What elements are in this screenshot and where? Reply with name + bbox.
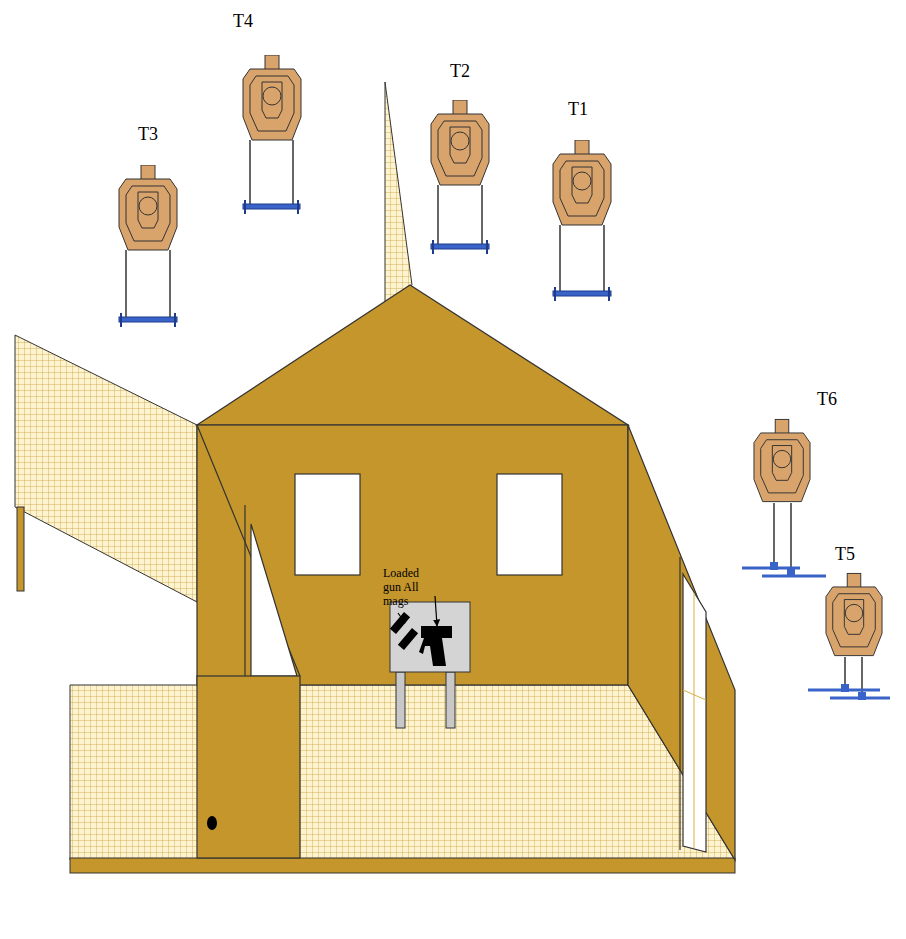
target-label: T1 [558,98,598,120]
mesh-wall [385,82,412,305]
house-roof [197,285,628,425]
target-label: T4 [223,10,263,32]
loading-table [390,602,470,672]
wall-edge [197,425,300,676]
leader-arrow [398,613,405,623]
table-leg [446,672,455,728]
target-label: T3 [128,123,168,145]
wall-edge [679,557,680,850]
target [742,419,826,577]
magazine [390,612,410,634]
target [553,140,611,301]
house-side-wall [628,425,735,860]
target [808,573,890,700]
wall-edge [244,505,245,676]
house-window [295,474,360,575]
magazine [398,628,418,650]
house-wall [197,425,628,685]
target-label: T2 [440,60,480,82]
callout-note: Loaded gun All mags [383,566,429,608]
target-label: T6 [807,388,847,410]
target [431,100,489,254]
door-knob [207,816,217,830]
side-window [251,524,297,676]
wall-leg [17,507,24,591]
target [119,165,177,327]
mesh-wall [15,335,197,602]
target-label: T5 [825,543,865,565]
table-leg [396,672,405,728]
floor-edge [70,858,735,873]
house-window [497,474,562,575]
target [243,55,301,214]
pistol [419,626,452,666]
side-window [683,574,706,852]
window-frame [683,593,706,848]
leader-arrow [435,596,437,626]
door [197,676,300,858]
